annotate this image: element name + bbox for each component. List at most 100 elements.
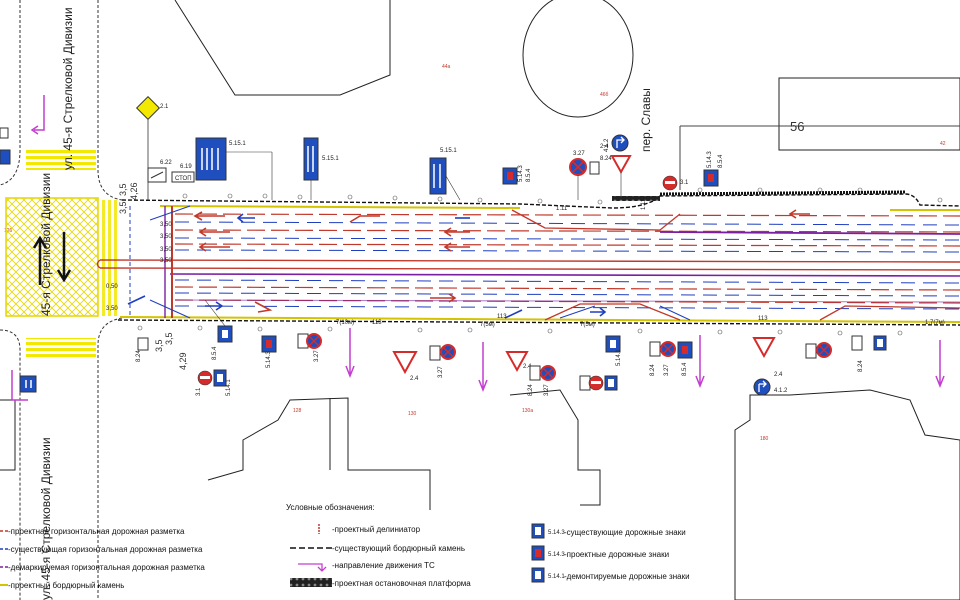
svg-text:5.15.1: 5.15.1 xyxy=(322,156,339,162)
legend-item-existing-signs: -существующие дорожные знаки xyxy=(564,528,686,537)
legend-item-traffic-direction: -направление движения ТС xyxy=(332,561,435,570)
svg-text:8.24: 8.24 xyxy=(600,156,612,162)
center-line xyxy=(96,231,960,303)
svg-text:3.1: 3.1 xyxy=(196,387,202,396)
lane-arrows-bottom xyxy=(127,293,607,319)
dim-segment-1: 7(10м) xyxy=(336,320,354,326)
dim-lane-3: 3,50 xyxy=(160,247,172,253)
sign-yield-icon: 2.4 xyxy=(392,351,419,382)
dim-left-width: 3,50 xyxy=(106,306,118,312)
lane-arrow-icon xyxy=(443,242,470,252)
curb-left-bottom xyxy=(0,329,21,600)
sign-yield-icon xyxy=(610,155,632,200)
svg-text:8.5.4: 8.5.4 xyxy=(212,346,218,360)
curb-bottom-project xyxy=(119,316,960,323)
svg-text:5.14.3: 5.14.3 xyxy=(707,151,713,168)
building-label-42: 42 xyxy=(940,141,946,147)
building-outline-42 xyxy=(778,77,960,151)
svg-text:5.15.1: 5.15.1 xyxy=(440,148,457,154)
street-name-side: пер. Славы xyxy=(639,88,653,152)
traffic-arrow-icon xyxy=(11,370,28,401)
legend-item-removed-marking: -демаркируемая горизонтальная дорожная р… xyxy=(8,563,205,572)
sign-yield-icon: 2.4 xyxy=(752,337,783,378)
svg-text:2.4: 2.4 xyxy=(410,376,419,382)
svg-text:3.27: 3.27 xyxy=(544,384,550,396)
dim-left-top-b: 4,26 xyxy=(129,182,139,200)
building-outline-130a xyxy=(509,389,601,506)
trees-top xyxy=(182,187,943,205)
bus-platform xyxy=(612,196,660,201)
dim-segment-4: 113 xyxy=(497,314,507,320)
svg-text:8.5.4: 8.5.4 xyxy=(526,168,532,182)
building-outline-180 xyxy=(734,389,960,600)
lane-arrows-top xyxy=(193,209,810,252)
platform-icon xyxy=(290,578,332,587)
crosswalk-right xyxy=(100,200,118,316)
sign-no-stopping-icon: 3.27 xyxy=(429,344,456,378)
sign-lane-direction-icon: 5.15.1 xyxy=(303,137,339,200)
svg-text:2.1: 2.1 xyxy=(160,104,169,110)
building-label-46b: 46б xyxy=(600,92,609,98)
legend: Условные обозначения: -проектная горизон… xyxy=(0,503,690,590)
svg-text:5.14.3: 5.14.3 xyxy=(518,165,524,182)
building-outline-left xyxy=(0,399,16,471)
svg-text:3.1: 3.1 xyxy=(680,180,689,186)
svg-text:8.5.4: 8.5.4 xyxy=(682,362,688,376)
street-name-top: ул. 45-я Стрелковой Дивизии xyxy=(61,7,75,170)
svg-text:8.24: 8.24 xyxy=(528,384,534,396)
sign-no-entry-icon: 3.1 xyxy=(662,175,689,191)
sign-no-stopping-icon: 3.27 8.24 xyxy=(569,151,612,200)
sign-no-stopping-icon: 3.27 xyxy=(297,333,322,362)
legend-right-column: 5.14.3 -существующие дорожные знаки 5.14… xyxy=(531,523,690,583)
sign-bus-lane-icon: 5.14.1 xyxy=(605,335,622,366)
legend-item-existing-curb: -существующий бордюрный камень xyxy=(332,544,465,553)
svg-text:6.22: 6.22 xyxy=(160,160,172,166)
lane-arrow-icon xyxy=(198,227,230,237)
lane-arrow-icon xyxy=(788,209,810,219)
street-name-intersection: 45-я Стрелковой Дивизии xyxy=(39,173,53,316)
sign-turn-right-icon: 4.1.2 xyxy=(753,378,788,396)
curb-left-top xyxy=(0,0,21,186)
building-outline-46b xyxy=(522,0,634,118)
sign-bus-lane-icon: 8.24 xyxy=(136,337,149,362)
dim-lane-1: 3,50 xyxy=(160,222,172,228)
svg-text:6.19: 6.19 xyxy=(180,164,192,170)
dim-segment-9: 1.11 xyxy=(641,198,647,210)
lane-arrow-icon xyxy=(349,215,380,223)
lane-arrow-icon xyxy=(504,309,523,319)
legend-item-existing-marking: -существующая горизонтальная дорожная ра… xyxy=(8,545,203,554)
dim-segment-6: 113 xyxy=(758,316,768,322)
curb-top-project xyxy=(159,205,521,209)
sign-code-label: 2.4 xyxy=(600,144,609,150)
svg-text:5.14.3: 5.14.3 xyxy=(548,530,565,536)
dim-left-top-a: 3,5 xyxy=(118,201,128,214)
sign-bus-lane-icon: 5.14.3 8.5.4 xyxy=(703,151,724,187)
svg-text:8.24: 8.24 xyxy=(136,350,142,362)
road-signs-bottom: 8.24 8.5.4 3.1 5.14.1 5.14.3 3. xyxy=(0,127,887,396)
crosswalk-top xyxy=(26,150,96,170)
svg-text:3.27: 3.27 xyxy=(314,350,320,362)
svg-text:8.5.4: 8.5.4 xyxy=(718,154,724,168)
trees-bottom xyxy=(137,325,903,336)
building-outline-44a xyxy=(174,0,391,96)
dim-left-bottom-b: 3,5 xyxy=(154,339,164,352)
building-label-128: 128 xyxy=(293,408,302,414)
svg-text:8.24: 8.24 xyxy=(858,360,864,372)
building-outline-128 xyxy=(207,397,431,510)
svg-text:8.24: 8.24 xyxy=(650,364,656,376)
traffic-arrow-icon xyxy=(298,563,327,572)
dim-left-bottom-a: 3,5 xyxy=(164,332,174,345)
dim-segment-2: 113 xyxy=(372,320,382,326)
svg-text:СТОП: СТОП xyxy=(175,176,192,182)
svg-text:3.27: 3.27 xyxy=(573,151,585,157)
traffic-arrow-icon xyxy=(695,335,705,389)
curb-bottom-existing xyxy=(117,319,960,326)
svg-text:5.15.1: 5.15.1 xyxy=(229,141,246,147)
lane-arrow-icon xyxy=(127,295,146,305)
building-label-130a: 130а xyxy=(522,408,533,414)
svg-text:2.4: 2.4 xyxy=(774,372,783,378)
sign-no-stopping-icon: 8.24 xyxy=(805,335,887,372)
legend-item-delineator: -проектный делиниатор xyxy=(332,525,421,534)
